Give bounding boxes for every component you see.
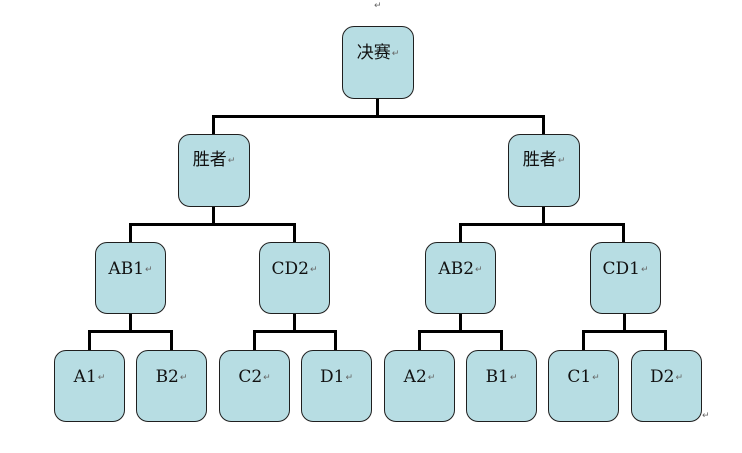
paragraph-mark-bottom: ↵ (702, 411, 710, 421)
left-winner-node: 胜者↵ (178, 134, 250, 207)
connector-left-winner-ab1-drop (129, 223, 132, 242)
connector-ab1-horizontal (88, 330, 173, 333)
paragraph-mark: ↵ (345, 373, 353, 383)
connector-cd1-down (623, 314, 626, 331)
connector-ab2-horizontal (418, 330, 503, 333)
connector-cd2-c2-drop (253, 330, 256, 350)
c2-node-label: C2 (238, 367, 263, 387)
connector-final-left-drop (212, 115, 215, 134)
connector-ab2-b1-drop (500, 330, 503, 350)
b1-node: B1↵ (466, 350, 537, 422)
paragraph-mark: ↵ (640, 265, 649, 275)
connector-right-winner-ab2-drop (459, 223, 462, 242)
paragraph-mark-top: ↵ (374, 1, 382, 11)
a2-node-label: A2 (403, 367, 427, 387)
paragraph-mark: ↵ (97, 373, 106, 383)
cd2-node: CD2↵ (259, 242, 330, 314)
connector-right-winner-horizontal (459, 223, 625, 226)
connector-ab1-a1-drop (88, 330, 91, 350)
c1-node-label: C1 (567, 367, 592, 387)
paragraph-mark: ↵ (309, 265, 318, 275)
paragraph-mark: ↵ (509, 373, 518, 383)
right-winner-node-label: 胜者 (522, 150, 557, 170)
ab1-node: AB1↵ (95, 242, 166, 314)
connector-ab2-a2-drop (418, 330, 421, 350)
d1-node-label: D1 (320, 367, 345, 387)
paragraph-mark: ↵ (391, 49, 400, 59)
paragraph-mark: ↵ (592, 373, 600, 383)
cd1-node-label: CD1 (602, 259, 640, 279)
b1-node-label: B1 (485, 367, 509, 387)
connector-final-down (376, 99, 379, 116)
a1-node-label: A1 (73, 367, 97, 387)
final-node-label: 决赛 (356, 43, 391, 63)
left-winner-node-label: 胜者 (192, 150, 227, 170)
a2-node: A2↵ (384, 350, 455, 422)
d1-node: D1↵ (301, 350, 372, 422)
connector-left-winner-down (212, 207, 215, 224)
connector-right-winner-down (542, 207, 545, 224)
connector-left-winner-horizontal (129, 223, 296, 226)
connector-final-horizontal (212, 115, 545, 118)
connector-cd1-c1-drop (582, 330, 585, 350)
ab1-node-label: AB1 (108, 259, 145, 279)
a1-node: A1↵ (54, 350, 125, 422)
cd1-node: CD1↵ (590, 242, 661, 314)
connector-ab1-b2-drop (170, 330, 173, 350)
paragraph-mark: ↵ (475, 265, 483, 275)
paragraph-mark: ↵ (427, 373, 436, 383)
connector-ab2-down (459, 314, 462, 331)
c2-node: C2↵ (219, 350, 290, 422)
right-winner-node: 胜者↵ (508, 134, 580, 207)
d2-node: D2↵ (631, 350, 702, 422)
d2-node-label: D2 (650, 367, 675, 387)
paragraph-mark: ↵ (263, 373, 271, 383)
paragraph-mark: ↵ (145, 265, 153, 275)
paragraph-mark: ↵ (675, 373, 683, 383)
final-node: 决赛↵ (342, 26, 414, 99)
b2-node: B2↵ (136, 350, 207, 422)
connector-left-winner-cd2-drop (293, 223, 296, 242)
connector-cd2-d1-drop (334, 330, 337, 350)
connector-cd1-horizontal (582, 330, 667, 333)
paragraph-mark: ↵ (557, 156, 566, 166)
connector-final-right-drop (542, 115, 545, 134)
connector-cd2-horizontal (253, 330, 337, 333)
connector-ab1-down (129, 314, 132, 331)
paragraph-mark: ↵ (227, 156, 236, 166)
b2-node-label: B2 (155, 367, 179, 387)
paragraph-mark: ↵ (179, 373, 188, 383)
cd2-node-label: CD2 (271, 259, 309, 279)
connector-cd1-d2-drop (664, 330, 667, 350)
ab2-node: AB2↵ (425, 242, 496, 314)
connector-cd2-down (293, 314, 296, 331)
connector-right-winner-cd1-drop (622, 223, 625, 242)
c1-node: C1↵ (548, 350, 619, 422)
ab2-node-label: AB2 (438, 259, 475, 279)
